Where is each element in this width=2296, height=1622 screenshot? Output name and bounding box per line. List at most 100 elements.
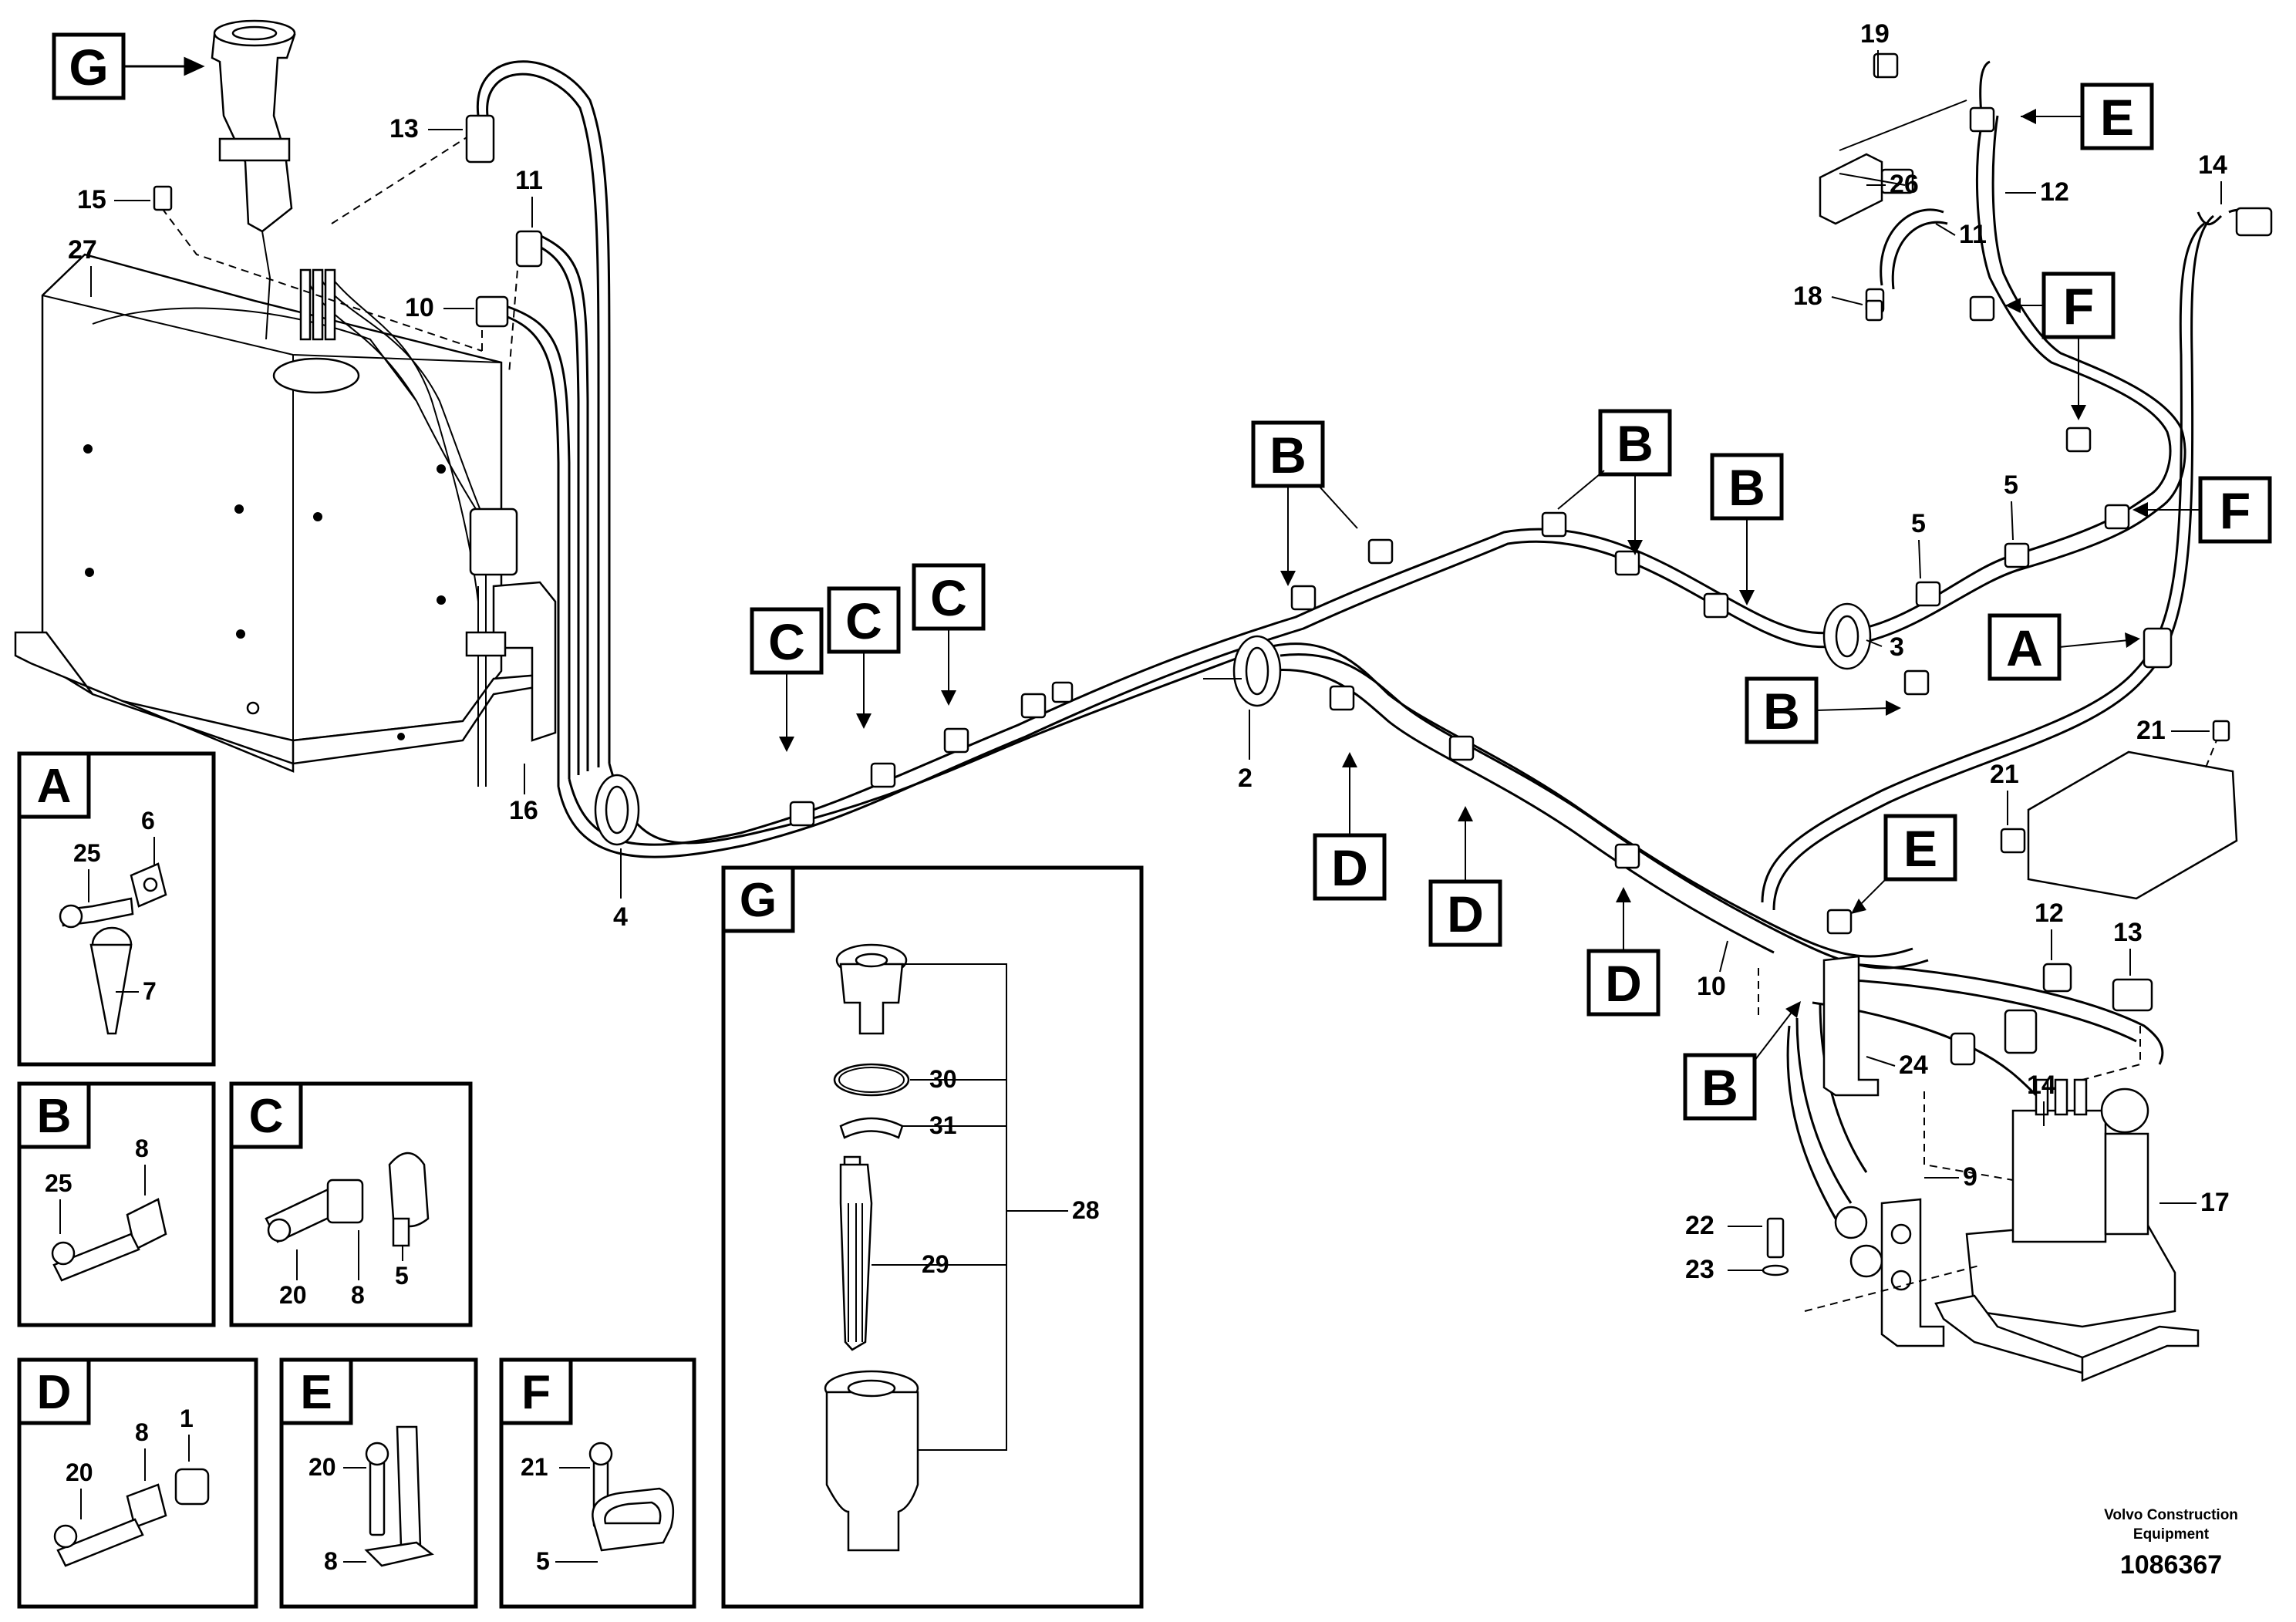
callout-E-top: E <box>2021 83 2154 150</box>
svg-text:G: G <box>69 39 108 96</box>
svg-text:E: E <box>2100 89 2134 146</box>
svg-text:1: 1 <box>180 1404 194 1432</box>
svg-text:18: 18 <box>1793 282 1822 311</box>
inset-F: F 21 5 <box>499 1357 696 1609</box>
svg-text:13: 13 <box>389 114 419 143</box>
svg-text:E: E <box>300 1366 332 1419</box>
company-name-line2: Equipment <box>2133 1526 2210 1543</box>
svg-text:A: A <box>37 760 72 813</box>
svg-text:15: 15 <box>77 185 106 214</box>
svg-text:12: 12 <box>2035 899 2064 928</box>
svg-text:21: 21 <box>521 1453 548 1481</box>
svg-text:21: 21 <box>2136 716 2166 745</box>
svg-text:8: 8 <box>135 1135 149 1162</box>
inset-D: D 8 1 20 <box>17 1357 258 1609</box>
svg-text:B: B <box>1728 459 1765 516</box>
bracket-26 <box>1819 153 1883 225</box>
svg-text:D: D <box>1331 839 1368 896</box>
company-name-line1: Volvo Construction <box>2104 1507 2238 1523</box>
svg-text:8: 8 <box>135 1418 149 1446</box>
svg-text:4: 4 <box>613 902 628 932</box>
svg-text:21: 21 <box>1990 760 2019 789</box>
inset-A: A 6 25 7 <box>17 751 216 1067</box>
svg-text:A: A <box>2006 619 2043 676</box>
svg-text:3: 3 <box>1890 632 1904 662</box>
svg-text:10: 10 <box>405 293 434 322</box>
svg-text:2: 2 <box>1238 764 1253 793</box>
callout-C-1: C <box>750 607 824 752</box>
callout-C-2: C <box>827 586 901 729</box>
svg-text:D: D <box>1447 885 1484 943</box>
svg-text:14: 14 <box>2027 1071 2056 1100</box>
grommets <box>594 602 1872 846</box>
callout-C-3: C <box>912 563 986 706</box>
callout-D-1: D <box>1313 752 1387 901</box>
svg-text:31: 31 <box>929 1111 957 1139</box>
svg-text:B: B <box>1763 683 1800 740</box>
svg-text:F: F <box>521 1366 551 1419</box>
inset-B: B 8 25 <box>17 1081 216 1327</box>
svg-text:9: 9 <box>1963 1162 1977 1192</box>
hose-runs <box>476 60 2265 1219</box>
svg-text:B: B <box>1269 427 1306 484</box>
inset-C: C 20 8 5 <box>229 1081 473 1327</box>
svg-text:29: 29 <box>922 1250 949 1278</box>
part-numbers: 13 11 10 15 27 16 4 2 3 5 5 10 19 12 26 … <box>68 19 2230 1284</box>
callout-G: G <box>52 32 205 100</box>
svg-text:10: 10 <box>1697 972 1726 1001</box>
svg-text:B: B <box>37 1090 72 1143</box>
svg-text:8: 8 <box>351 1281 365 1309</box>
svg-text:14: 14 <box>2198 150 2227 180</box>
svg-text:C: C <box>930 569 967 626</box>
svg-text:5: 5 <box>2004 470 2018 500</box>
bracket-9 <box>1880 1198 1945 1347</box>
callout-D-3: D <box>1586 887 1660 1017</box>
svg-text:19: 19 <box>1860 19 1890 49</box>
svg-text:26: 26 <box>1890 170 1919 199</box>
svg-text:27: 27 <box>68 235 97 265</box>
svg-text:20: 20 <box>66 1458 93 1486</box>
svg-text:5: 5 <box>395 1262 409 1290</box>
svg-text:11: 11 <box>515 166 543 195</box>
footer: Volvo Construction Equipment 1086367 <box>2104 1507 2238 1580</box>
plate-21 <box>2027 750 2238 900</box>
svg-text:17: 17 <box>2200 1188 2230 1217</box>
svg-text:F: F <box>2063 278 2094 335</box>
bracket-24 <box>1822 955 1880 1097</box>
inset-G: G 30 31 28 29 <box>721 865 1144 1609</box>
relay-bracket <box>465 508 557 787</box>
svg-text:16: 16 <box>509 796 538 825</box>
svg-text:5: 5 <box>1911 509 1926 538</box>
callout-A: A <box>1988 613 2140 681</box>
svg-text:B: B <box>1617 415 1654 472</box>
svg-text:B: B <box>1701 1059 1738 1116</box>
inset-E: E 20 8 <box>279 1357 478 1609</box>
svg-text:25: 25 <box>45 1169 72 1197</box>
svg-text:C: C <box>249 1090 284 1143</box>
svg-text:E: E <box>1903 820 1937 877</box>
svg-text:5: 5 <box>536 1547 550 1575</box>
svg-text:12: 12 <box>2040 177 2069 207</box>
svg-text:D: D <box>1605 955 1642 1012</box>
callout-F-right: F <box>2132 476 2272 544</box>
svg-text:C: C <box>768 613 805 670</box>
svg-text:20: 20 <box>308 1453 336 1481</box>
clamps <box>789 106 2130 935</box>
svg-text:D: D <box>37 1366 72 1419</box>
svg-text:G: G <box>740 874 777 927</box>
callout-B-3: B <box>1710 453 1784 605</box>
callout-B-2: B <box>1557 409 1672 555</box>
svg-text:22: 22 <box>1685 1211 1714 1240</box>
filler-neck <box>211 19 296 340</box>
svg-text:6: 6 <box>141 807 155 835</box>
svg-text:8: 8 <box>324 1547 338 1575</box>
callout-F-top: F <box>2005 271 2116 420</box>
svg-text:F: F <box>2220 482 2250 539</box>
svg-text:25: 25 <box>73 839 101 867</box>
svg-text:28: 28 <box>1072 1196 1100 1224</box>
svg-text:11: 11 <box>1959 220 1987 249</box>
document-number: 1086367 <box>2120 1550 2222 1580</box>
callout-D-2: D <box>1428 806 1502 947</box>
svg-text:23: 23 <box>1685 1255 1714 1284</box>
fuel-tank <box>14 253 541 773</box>
